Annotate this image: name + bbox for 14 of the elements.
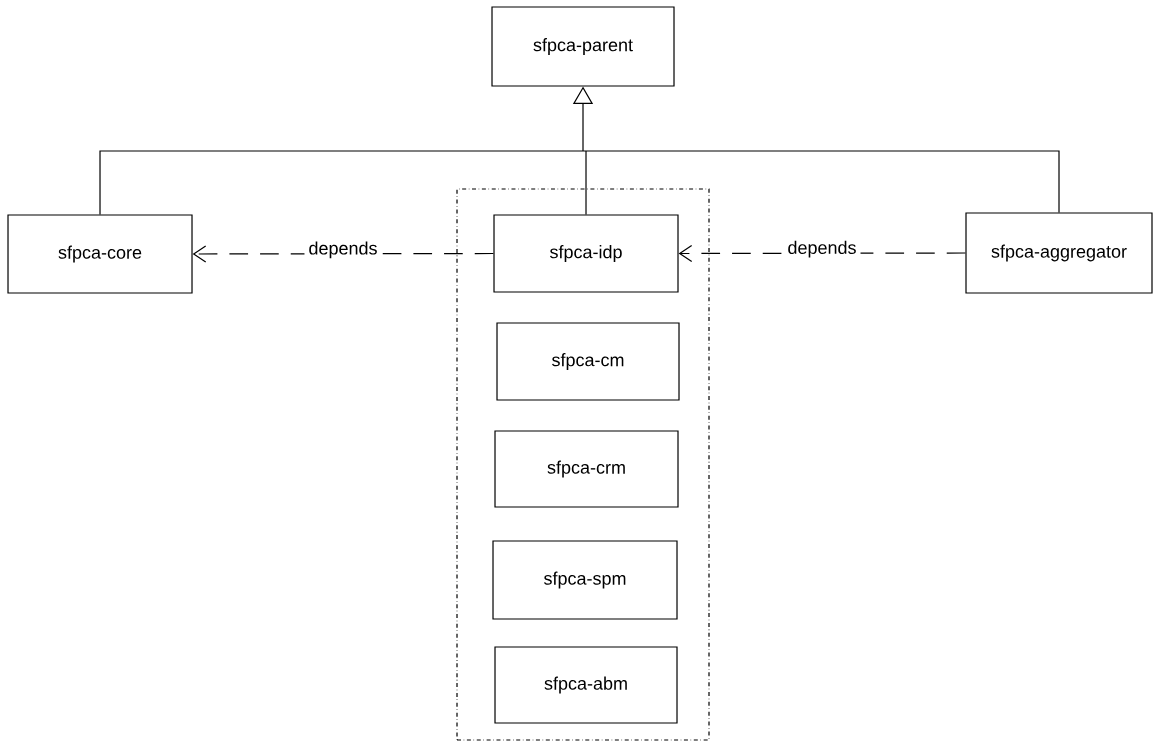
edge-label: depends (304, 237, 382, 263)
module-box: sfpca-aggregator (965, 212, 1153, 294)
connector-line (582, 150, 1060, 213)
module-box: sfpca-abm (494, 646, 678, 724)
module-box: sfpca-spm (492, 540, 678, 620)
module-box: sfpca-parent (491, 6, 675, 87)
group-frame (456, 188, 710, 741)
connector-line (99, 150, 584, 215)
connector-line (585, 150, 587, 215)
module-box: sfpca-idp (493, 214, 679, 293)
module-box: sfpca-crm (494, 430, 679, 508)
module-box: sfpca-cm (496, 322, 680, 401)
edge-label: depends (783, 236, 861, 262)
module-box: sfpca-core (7, 214, 193, 294)
